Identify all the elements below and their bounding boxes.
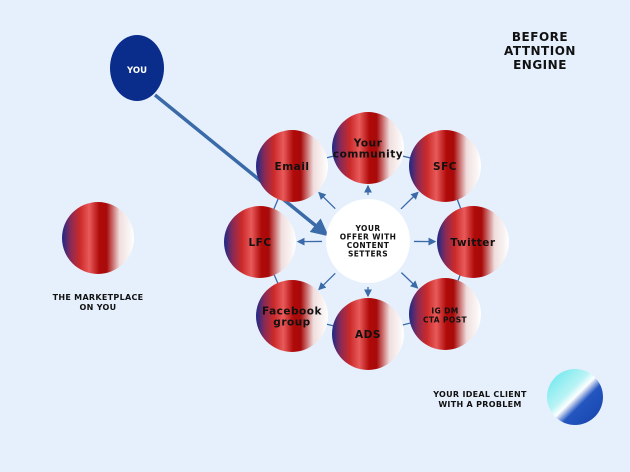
node-label: Facebook xyxy=(262,306,322,318)
ideal-client-caption-line: WITH A PROBLEM xyxy=(438,400,521,409)
node-label: CTA POST xyxy=(423,316,468,325)
marketplace-circle xyxy=(62,202,134,274)
node-label: group xyxy=(273,317,310,329)
svg-text:LFC: LFC xyxy=(248,237,271,249)
center-label-line: SETTERS xyxy=(348,250,388,259)
you-node: YOU xyxy=(110,35,164,101)
you-label: YOU xyxy=(126,66,147,76)
node-circle xyxy=(409,130,481,202)
svg-text:Email: Email xyxy=(275,161,310,173)
node-label: SFC xyxy=(433,161,457,173)
node-circle xyxy=(332,298,404,370)
title-line: BEFORE xyxy=(512,30,568,44)
node-label: Email xyxy=(275,161,310,173)
center-label-line: OFFER WITH xyxy=(340,233,397,242)
title-line: ENGINE xyxy=(513,58,567,72)
node-circle xyxy=(409,278,481,350)
title-line: ATTNTION xyxy=(504,44,576,58)
node-label: community xyxy=(333,149,403,161)
marketplace-caption-line: THE MARKETPLACE xyxy=(53,293,144,302)
node-email: Email xyxy=(256,130,328,202)
node-label: LFC xyxy=(248,237,271,249)
spoke-arrow xyxy=(318,191,336,210)
ideal-client-circle xyxy=(547,369,603,425)
node-label: ADS xyxy=(355,329,381,341)
ideal-client-caption-line: YOUR IDEAL CLIENT xyxy=(432,390,527,399)
spoke-arrow xyxy=(400,272,419,289)
you-to-offer-arrow xyxy=(153,93,329,237)
node-label: IG DM xyxy=(431,307,458,316)
node-circle xyxy=(256,130,328,202)
center-label-line: CONTENT xyxy=(347,241,390,250)
node-ads: ADS xyxy=(332,298,404,370)
node-label: Twitter xyxy=(450,237,495,249)
node-circle xyxy=(437,206,509,278)
node-lfc: LFC xyxy=(224,206,296,278)
node-circle xyxy=(224,206,296,278)
node-circle xyxy=(332,112,404,184)
center-label-line: YOUR xyxy=(354,224,380,233)
spoke-arrow xyxy=(400,191,419,210)
svg-text:SFC: SFC xyxy=(433,161,457,173)
node-label: Your xyxy=(353,138,383,150)
marketplace-caption-line: ON YOU xyxy=(80,303,117,312)
node-circle xyxy=(256,280,328,352)
spoke-arrows xyxy=(296,184,437,298)
spoke-arrow xyxy=(318,272,336,291)
svg-text:Twitter: Twitter xyxy=(450,237,495,249)
svg-text:ADS: ADS xyxy=(355,329,381,341)
node-twitter: Twitter xyxy=(437,206,509,278)
node-sfc: SFC xyxy=(409,130,481,202)
